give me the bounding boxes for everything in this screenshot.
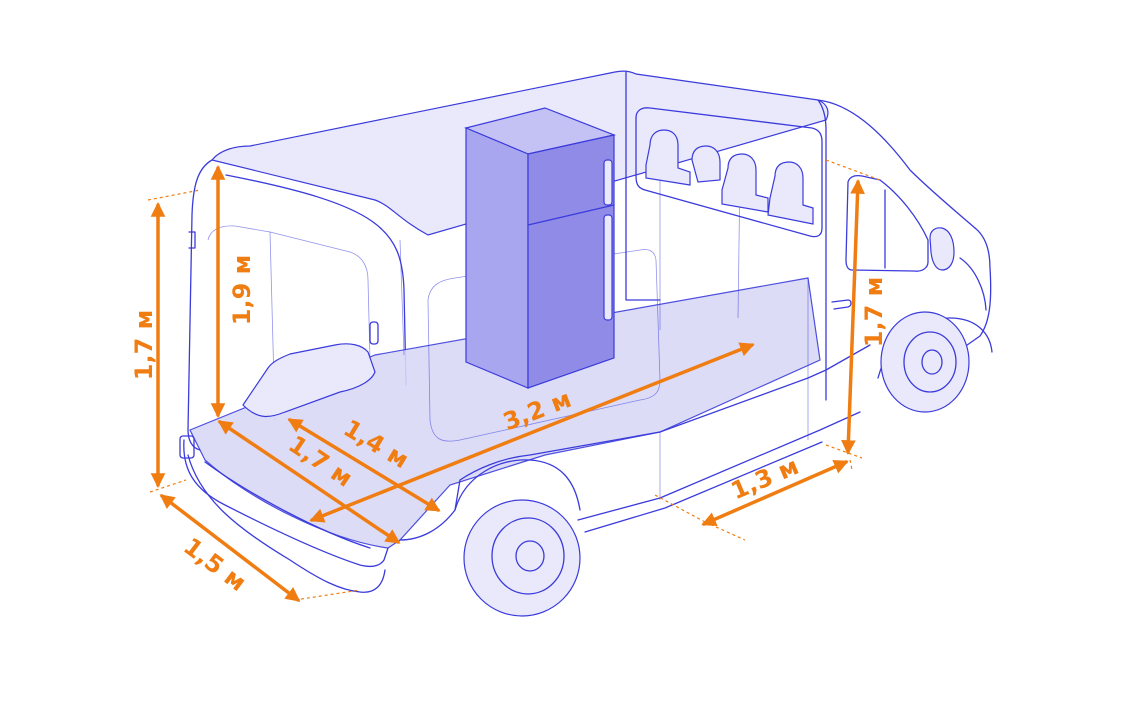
refrigerator-icon bbox=[464, 107, 617, 389]
rear-hub bbox=[515, 540, 545, 572]
van-hood bbox=[959, 227, 992, 351]
fridge-door-split bbox=[527, 204, 615, 226]
label-door-opening-height: 1,9 м bbox=[228, 255, 256, 326]
seat-4 bbox=[767, 161, 814, 225]
cab-door-handle bbox=[831, 299, 852, 310]
cab-roof-line bbox=[817, 99, 976, 229]
seat-3 bbox=[721, 153, 769, 213]
guide-outer-height-top bbox=[147, 189, 201, 201]
arrow-cargo-width bbox=[217, 420, 401, 544]
rear-door-outline-2 bbox=[269, 231, 371, 361]
bulkhead-wall bbox=[625, 71, 661, 301]
side-door-frame bbox=[817, 99, 827, 401]
fridge-handle-lower bbox=[603, 214, 613, 321]
fridge-handle-upper bbox=[603, 159, 613, 206]
guide-side-door-width-right bbox=[849, 459, 853, 471]
side-mirror bbox=[929, 227, 955, 271]
rear-hinge bbox=[188, 231, 196, 249]
guide-side-door-extra bbox=[704, 521, 746, 541]
arrow-side-door-width bbox=[701, 459, 849, 527]
rear-tire bbox=[463, 499, 581, 617]
fridge-side bbox=[527, 134, 615, 389]
rear-door-handle bbox=[369, 321, 379, 345]
front-wheel bbox=[877, 311, 993, 413]
dimension-arrows bbox=[150, 165, 865, 602]
guide-outer-height-bottom bbox=[149, 479, 187, 493]
front-hub bbox=[921, 349, 943, 375]
front-tire bbox=[880, 311, 970, 413]
cabin-window bbox=[635, 107, 823, 238]
label-side-door-height: 1,7 м bbox=[860, 277, 888, 348]
van-rear-frame bbox=[187, 159, 213, 451]
van-front-bumper bbox=[959, 257, 987, 311]
seat-1 bbox=[645, 129, 691, 186]
passenger-seat-icon bbox=[645, 129, 814, 225]
arrow-side-door-height bbox=[841, 179, 865, 455]
front-rim bbox=[903, 331, 957, 393]
van-rear-frame-inner bbox=[225, 174, 407, 386]
tail-light bbox=[179, 435, 195, 459]
arrow-rear-door-width bbox=[159, 494, 301, 602]
guide-side-door-bottom bbox=[825, 444, 863, 459]
guide-rear-width-bottom bbox=[294, 589, 361, 601]
label-outer-height: 1,7 м bbox=[130, 310, 158, 381]
seat-2 bbox=[691, 145, 721, 183]
fridge-front bbox=[465, 127, 529, 389]
rear-wheel bbox=[454, 459, 581, 617]
label-rear-door-width: 1,5 м bbox=[178, 532, 251, 597]
